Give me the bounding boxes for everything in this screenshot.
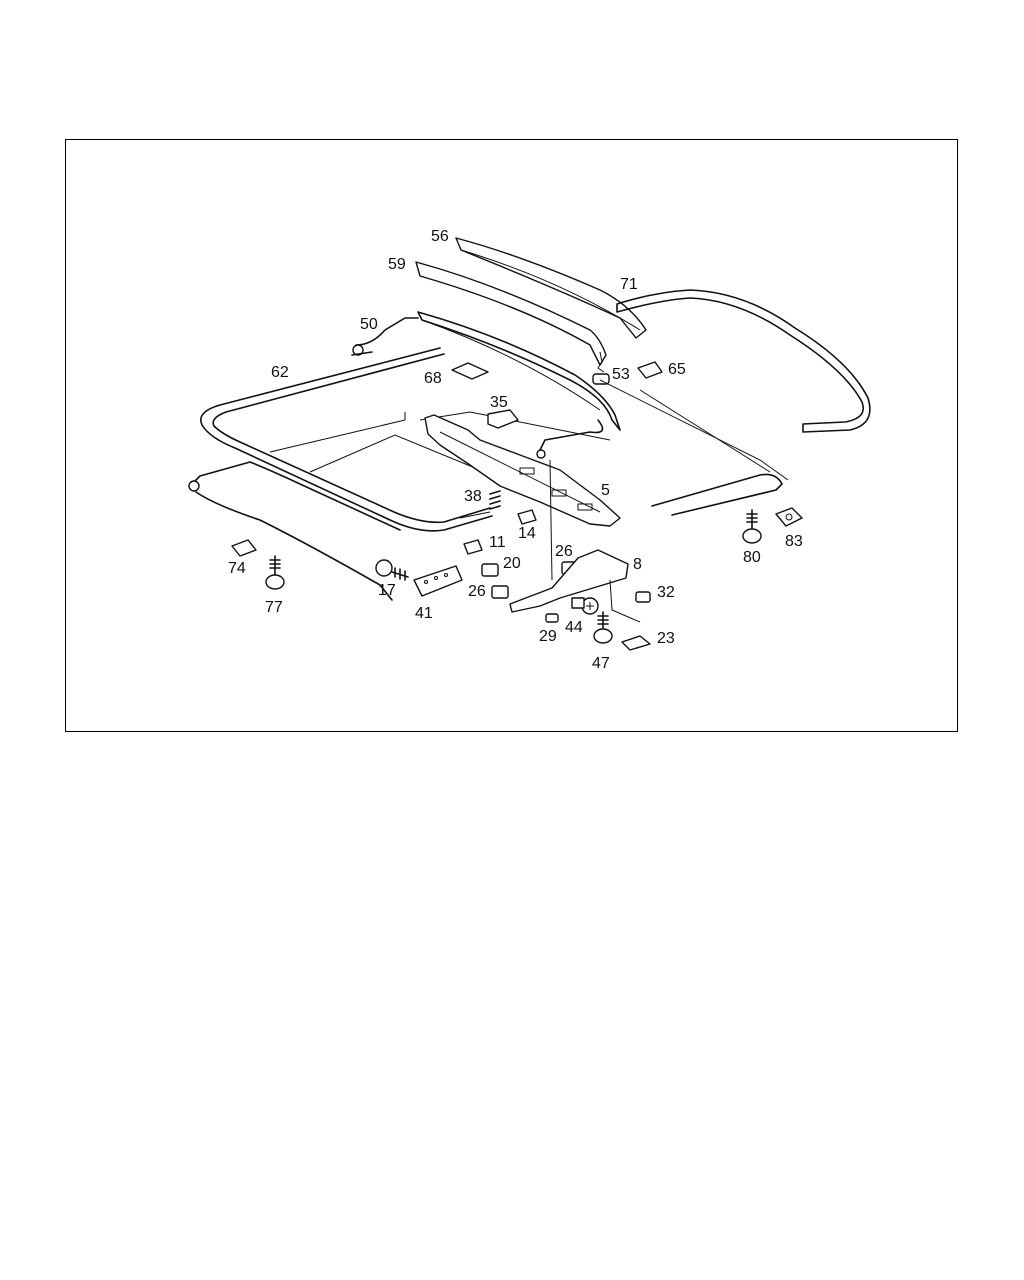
label-32: 32 bbox=[657, 584, 675, 601]
part-56-seal-strip bbox=[455, 237, 647, 339]
lower-frame-left bbox=[188, 461, 401, 601]
label-41: 41 bbox=[415, 605, 433, 622]
label-20: 20 bbox=[503, 555, 521, 572]
label-8: 8 bbox=[633, 556, 642, 573]
part-71-outer-seal bbox=[616, 289, 871, 433]
part-53-stopper bbox=[592, 351, 610, 385]
label-29: 29 bbox=[539, 628, 557, 645]
sunroof-front-frame bbox=[417, 311, 621, 459]
part-14-clip bbox=[517, 509, 537, 525]
label-11: 11 bbox=[489, 534, 506, 551]
part-11-clip bbox=[463, 539, 483, 555]
part-59-rubber-strip bbox=[415, 261, 607, 366]
label-80: 80 bbox=[743, 549, 761, 566]
label-26a: 26 bbox=[555, 543, 573, 560]
part-29-slider bbox=[545, 613, 559, 623]
part-26-block-lower bbox=[491, 585, 509, 599]
part-83-nut bbox=[775, 507, 803, 527]
part-74-clip bbox=[231, 539, 257, 557]
label-83: 83 bbox=[785, 533, 803, 550]
label-77: 77 bbox=[265, 599, 283, 616]
label-5: 5 bbox=[601, 482, 610, 499]
label-38: 38 bbox=[464, 488, 482, 505]
part-5-guide-rail bbox=[424, 414, 621, 527]
label-47: 47 bbox=[592, 655, 610, 672]
label-53: 53 bbox=[612, 366, 630, 383]
part-32-pad bbox=[635, 591, 651, 603]
part-80-bolt bbox=[742, 509, 762, 544]
label-74: 74 bbox=[228, 560, 246, 577]
diagram-frame bbox=[65, 139, 958, 732]
label-50: 50 bbox=[360, 316, 378, 333]
label-62: 62 bbox=[271, 364, 289, 381]
part-35-cover bbox=[487, 409, 519, 429]
part-50-front-bracket bbox=[351, 317, 419, 356]
part-44-bolt bbox=[571, 597, 599, 615]
label-35: 35 bbox=[490, 394, 508, 411]
label-59: 59 bbox=[388, 256, 406, 273]
part-41-bracket bbox=[413, 565, 463, 597]
label-26b: 26 bbox=[468, 583, 486, 600]
part-17-screw bbox=[375, 559, 409, 581]
part-77-screw bbox=[265, 555, 285, 590]
part-68-patch bbox=[451, 362, 489, 380]
part-65-clip bbox=[637, 361, 663, 379]
part-23-clip bbox=[621, 635, 651, 651]
part-8-lever bbox=[509, 459, 641, 623]
label-17: 17 bbox=[378, 582, 396, 599]
label-65: 65 bbox=[668, 361, 686, 378]
label-23: 23 bbox=[657, 630, 675, 647]
label-71: 71 bbox=[620, 276, 638, 293]
label-56: 56 bbox=[431, 228, 449, 245]
part-20-block bbox=[481, 563, 499, 577]
label-14: 14 bbox=[518, 525, 536, 542]
part-38-spring bbox=[489, 490, 501, 510]
label-68: 68 bbox=[424, 370, 442, 387]
part-62-frame-seal bbox=[200, 347, 493, 532]
label-44: 44 bbox=[565, 619, 583, 636]
part-47-screw bbox=[593, 611, 613, 644]
